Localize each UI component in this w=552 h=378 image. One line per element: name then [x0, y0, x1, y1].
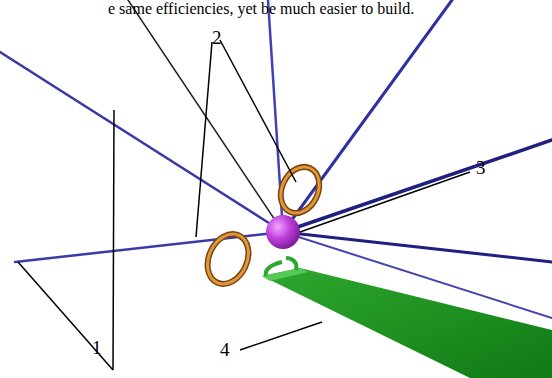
callout-number: 3 — [476, 158, 486, 177]
caption-fragment: e same efficiencies, yet be much easier … — [108, 1, 414, 17]
callout-number: 4 — [220, 340, 230, 359]
coil-rings — [200, 161, 327, 291]
callout-number: 2 — [212, 28, 222, 47]
wire-rays — [0, 0, 552, 318]
central-sphere — [266, 215, 300, 249]
leader-lines — [18, 40, 470, 370]
callout-number: 1 — [92, 338, 102, 357]
support-arm — [262, 258, 552, 378]
